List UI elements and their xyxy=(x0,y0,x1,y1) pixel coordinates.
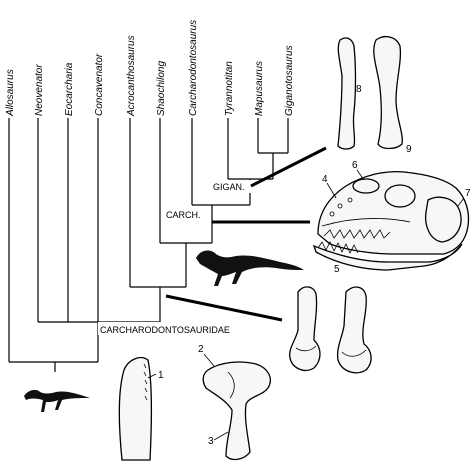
figure-number-5: 5 xyxy=(334,264,340,275)
bones-2-3: 2 3 xyxy=(198,344,271,461)
node-acrocanthosaurus xyxy=(130,286,186,322)
figure-number-3: 3 xyxy=(208,436,214,447)
taxon-allosaurus: Allosaurus xyxy=(5,69,16,117)
figure-number-9: 9 xyxy=(406,144,412,155)
pointer-carcharodontosauridae xyxy=(165,294,283,322)
taxon-shaochilong: Shaochilong xyxy=(156,61,167,116)
pointer-giganotosaurini xyxy=(250,146,327,188)
label-carcharodontosauridae: CARCHARODONTOSAURIDAE xyxy=(100,325,230,335)
silhouette-allosaurus xyxy=(24,389,90,412)
taxon-concavenator: Concavenator xyxy=(94,53,105,116)
figure-number-6: 6 xyxy=(352,160,358,171)
bones-8-9: 8 9 xyxy=(337,35,412,155)
taxon-labels: Allosaurus Neovenator Eocarcharia Concav… xyxy=(5,20,295,117)
label-carcharodontosaurinae: CARCH. xyxy=(166,210,201,220)
vertebra-bones xyxy=(289,286,372,374)
skull-illustration: 4 5 6 7 xyxy=(312,160,471,275)
node-carcharodontosaurinae xyxy=(192,204,250,243)
figure-number-4: 4 xyxy=(322,174,328,185)
silhouette-carcharodontosaurine xyxy=(196,250,304,286)
taxon-mapusaurus: Mapusaurus xyxy=(254,61,265,116)
taxon-neovenator: Neovenator xyxy=(34,64,45,116)
pointer-lines xyxy=(165,146,327,322)
taxon-acrocanthosaurus: Acrocanthosaurus xyxy=(126,35,137,117)
taxon-tyrannotitan: Tyrannotitan xyxy=(224,61,235,116)
taxon-giganotosaurus: Giganotosaurus xyxy=(284,45,295,116)
bone-9 xyxy=(373,35,403,150)
figure-number-7: 7 xyxy=(465,188,471,199)
tooth-illustration: 1 xyxy=(118,356,164,461)
label-giganotosaurini: GIGAN. xyxy=(213,182,245,192)
figure-number-8: 8 xyxy=(356,84,362,95)
taxon-carcharodontosaurus: Carcharodontosaurus xyxy=(188,20,199,116)
bone-8 xyxy=(337,37,357,150)
node-root xyxy=(9,361,98,372)
cladogram-tree xyxy=(8,118,289,372)
node-shaochilong-carch xyxy=(160,242,212,287)
taxon-eocarcharia: Eocarcharia xyxy=(64,62,75,116)
figure-number-2: 2 xyxy=(198,344,204,355)
figure-number-1: 1 xyxy=(158,370,164,381)
clade-labels: GIGAN. CARCH. CARCHARODONTOSAURIDAE xyxy=(98,180,251,335)
